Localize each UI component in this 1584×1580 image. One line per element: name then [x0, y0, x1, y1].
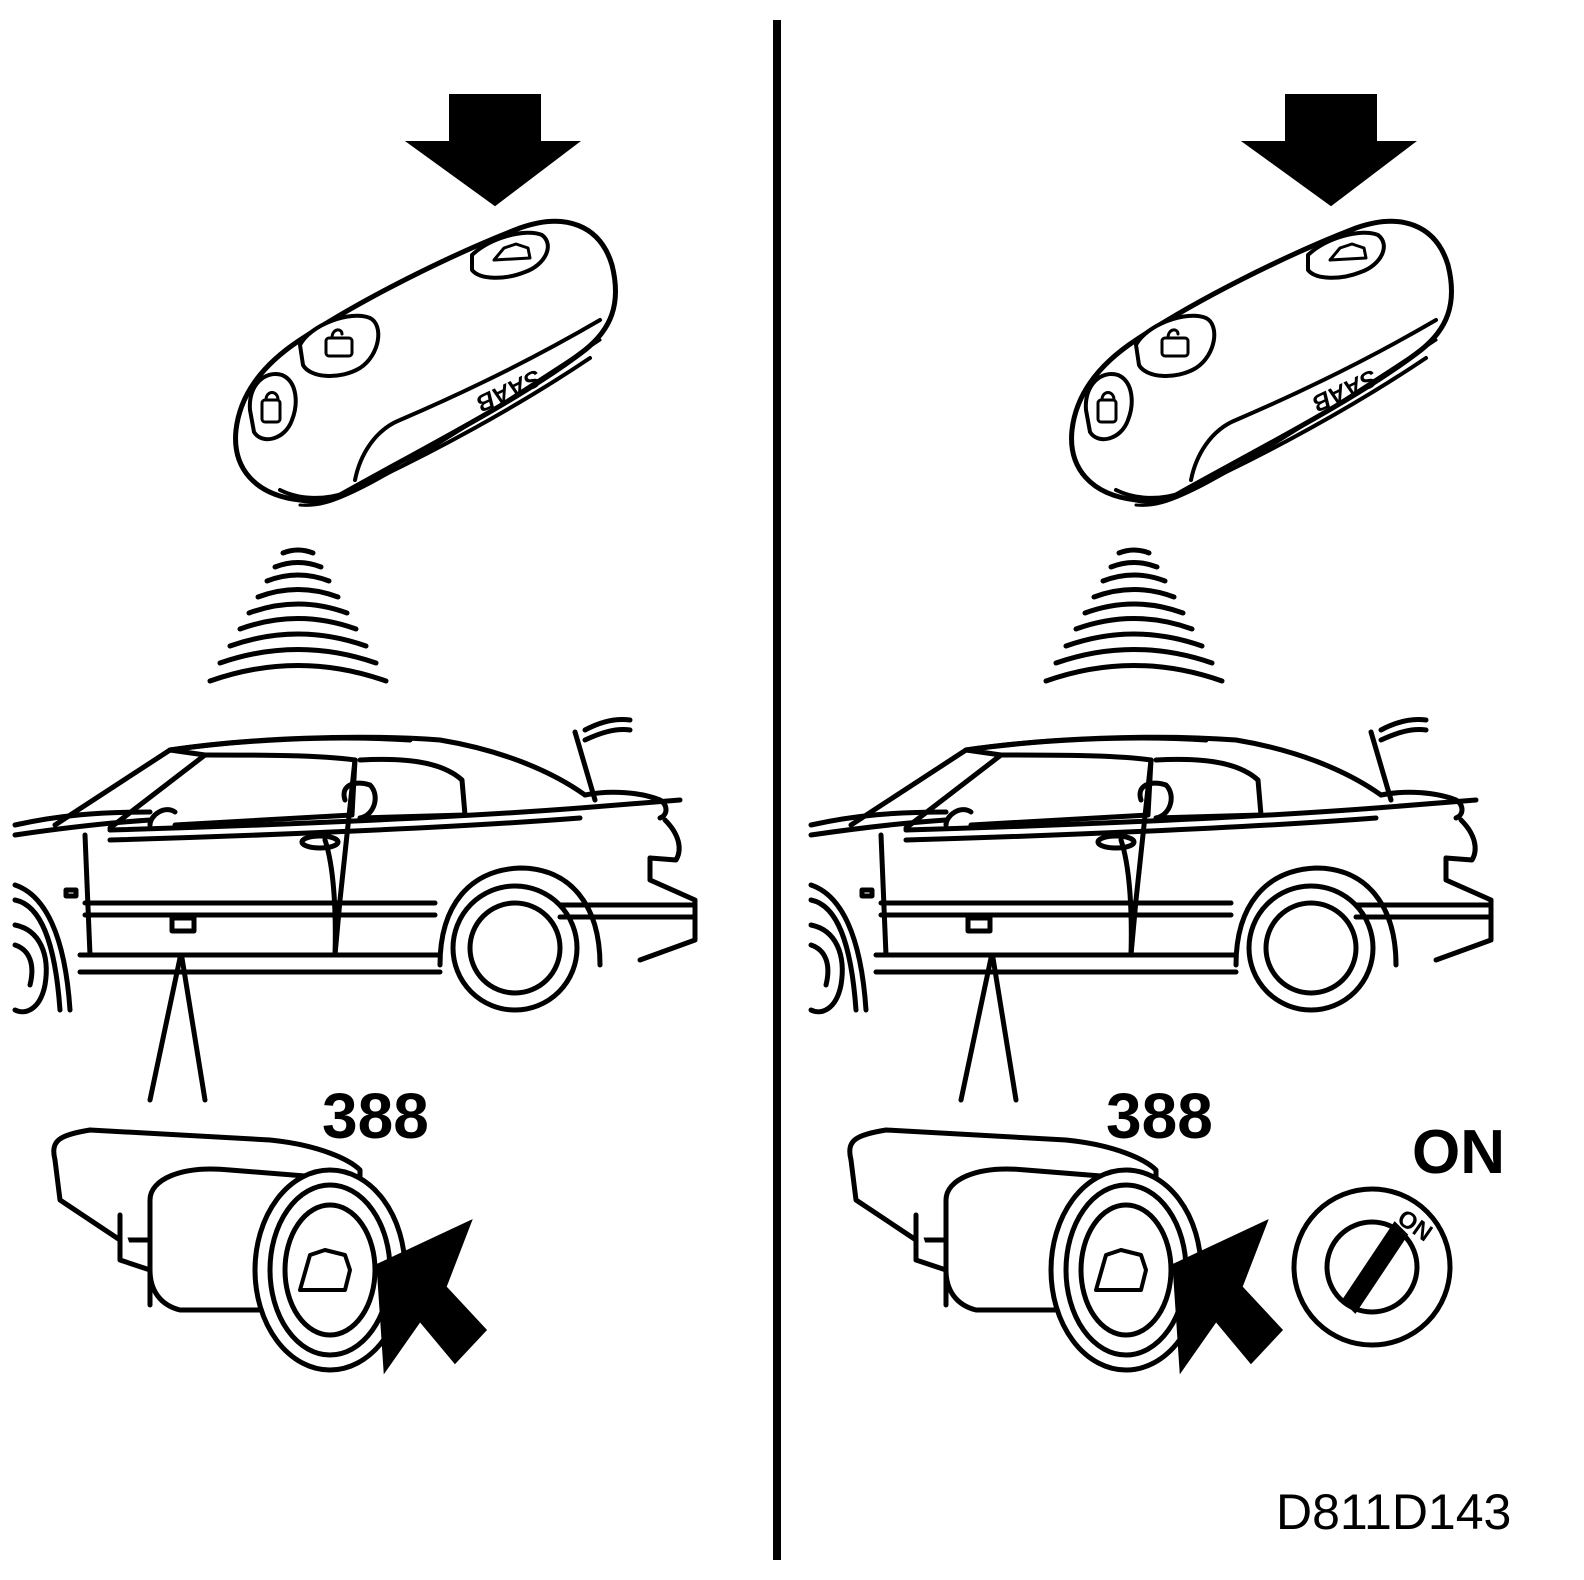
panel-right-lower: 388: [811, 719, 1491, 1370]
down-arrow-icon: [407, 94, 579, 206]
ignition-switch: ON: [1291, 1186, 1453, 1348]
signal-waves-icon: [210, 550, 386, 681]
ignition-label: ON: [1412, 1118, 1505, 1187]
panel-left: SAAB 388: [15, 94, 695, 1370]
panel-right: SAAB: [1046, 94, 1452, 681]
callout-legs: [961, 958, 1016, 1100]
callout-legs: [150, 958, 205, 1100]
convertible-car: [811, 719, 1491, 1011]
part-number-label: 388: [1106, 1080, 1213, 1152]
figure-code: D811D143: [1276, 1484, 1511, 1540]
trunk-release-switch: [54, 1130, 405, 1370]
trunk-release-switch: [850, 1130, 1201, 1370]
convertible-car: [15, 719, 695, 1011]
key-fob: [1072, 221, 1452, 505]
down-arrow-icon: [1243, 94, 1415, 206]
part-number-label: 388: [322, 1080, 429, 1152]
key-fob: [236, 221, 616, 505]
signal-waves-icon: [1046, 550, 1222, 681]
panel-divider: [773, 20, 781, 1560]
